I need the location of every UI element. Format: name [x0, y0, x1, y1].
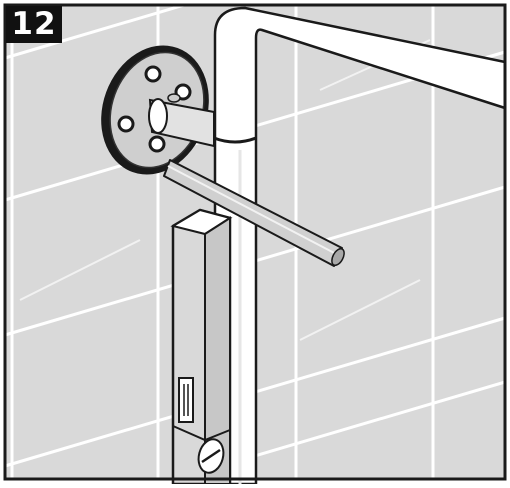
level-vial [178, 377, 194, 423]
spirit-level-icon [170, 208, 233, 486]
hex-key-icon [163, 159, 345, 267]
panel-border [3, 3, 507, 481]
step-number-badge: 12 [6, 6, 62, 43]
flange-screw-holes [117, 65, 192, 153]
wall-flange-icon [101, 45, 215, 175]
set-screw-icon [167, 93, 181, 103]
